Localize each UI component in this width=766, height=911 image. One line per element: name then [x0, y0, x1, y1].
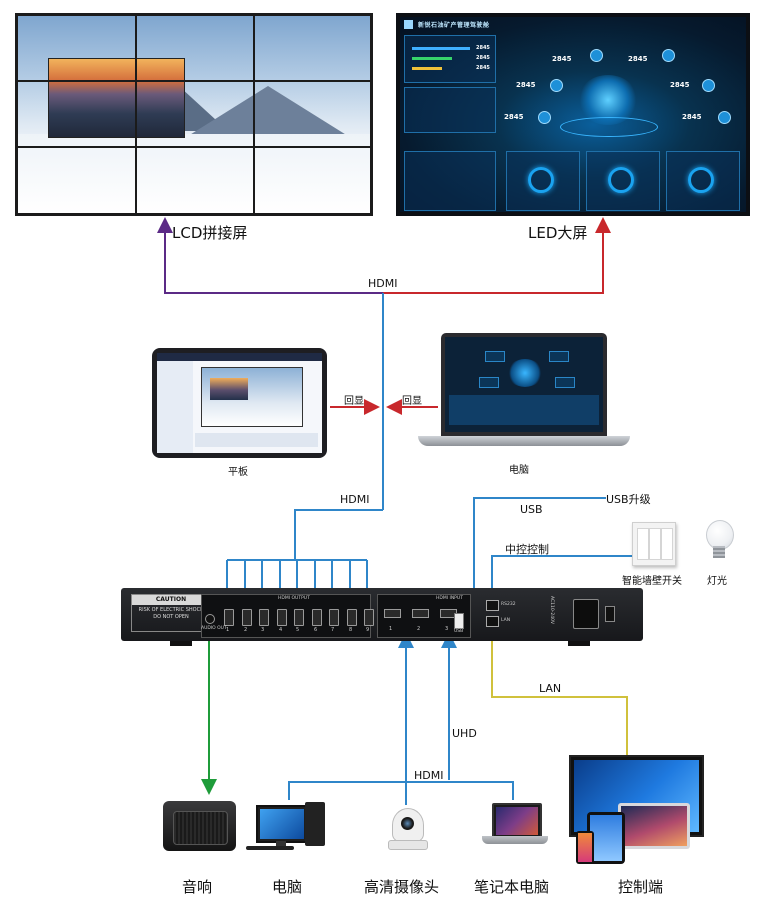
kpi-icon [590, 49, 603, 62]
lan-line [491, 640, 628, 755]
kpi-value: 2845 [516, 81, 536, 89]
lan-label: LAN [539, 682, 562, 695]
hdmi-output-panel: HDMI OUTPUT 1 2 3 4 5 6 7 8 9 [201, 594, 374, 638]
power-socket-icon [573, 599, 599, 629]
led-big-screen: 新锐石油矿产管理驾驶舱 2845 2845 2845 2845 2845 284… [396, 13, 750, 216]
gauge-ring [688, 167, 714, 193]
laptop-device [441, 333, 607, 436]
kpi-icon [662, 49, 675, 62]
gauge-ring [608, 167, 634, 193]
smart-wall-switch-icon [632, 522, 676, 566]
kpi-value: 2845 [628, 55, 648, 63]
hdmi-label-bottom: HDMI [414, 769, 444, 782]
light-bulb-icon [706, 520, 734, 550]
speaker-icon [163, 801, 236, 851]
led-screen-label: LED大屏 [528, 224, 588, 242]
central-control-label: 中控控制 [505, 543, 549, 556]
kpi-value: 2845 [552, 55, 572, 63]
dashboard-logo-icon [404, 20, 413, 29]
lcd-hdmi-line [157, 217, 383, 294]
control-host-device: CAUTION RISK OF ELECTRIC SHOCK DO NOT OP… [121, 588, 643, 641]
kpi-icon [718, 111, 731, 124]
usb-port [454, 613, 464, 629]
lan-port [486, 616, 499, 627]
uhd-label: UHD [452, 727, 477, 740]
kpi-icon [538, 111, 551, 124]
laptop-label: 电脑 [509, 465, 529, 476]
caution-plate: CAUTION RISK OF ELECTRIC SHOCK DO NOT OP… [131, 594, 211, 632]
hdmi-label-mid: HDMI [340, 493, 370, 506]
kpi-value: 2845 [682, 113, 702, 121]
led-hdmi-line [383, 217, 611, 294]
dashboard-title: 新锐石油矿产管理驾驶舱 [418, 22, 490, 29]
gauge-ring [528, 167, 554, 193]
light-label: 灯光 [707, 576, 727, 587]
usb-line [473, 497, 606, 610]
audio-out-jack [205, 614, 215, 624]
hd-camera-icon [392, 808, 424, 842]
speaker-label: 音响 [182, 878, 213, 896]
control-laptop-icon [618, 803, 690, 849]
kpi-value: 2845 [670, 81, 690, 89]
computer-label: 电脑 [272, 878, 303, 896]
hdmi-label-top: HDMI [368, 277, 398, 290]
hdmi-input-panel: HDMI INPUT 1 2 3 USB [377, 594, 471, 638]
echo-left-label: 回显 [344, 396, 364, 407]
notebook-icon [492, 803, 542, 839]
echo-right-label: 回显 [402, 396, 422, 407]
lcd-video-wall [15, 13, 373, 216]
notebook-label: 笔记本电脑 [474, 878, 550, 896]
hd-camera-label: 高清摄像头 [364, 878, 440, 896]
control-phone-icon [576, 831, 594, 864]
overlay-window [48, 58, 185, 138]
usb-upgrade-label: USB升级 [606, 493, 651, 506]
tablet-device [152, 348, 327, 458]
kpi-value: 2845 [504, 113, 524, 121]
desktop-computer-icon [256, 805, 308, 843]
lcd-wall-label: LCD拼接屏 [172, 224, 248, 242]
usb-label: USB [520, 503, 543, 516]
rs232-port [486, 600, 499, 611]
smart-switch-label: 智能墙壁开关 [622, 576, 682, 587]
tablet-label: 平板 [228, 467, 248, 478]
hdmi-output-bus [294, 509, 383, 560]
control-end-label: 控制端 [618, 878, 664, 896]
kpi-icon [550, 79, 563, 92]
bottom-hdmi-bus [288, 781, 514, 800]
kpi-icon [702, 79, 715, 92]
power-switch-icon [605, 606, 615, 622]
